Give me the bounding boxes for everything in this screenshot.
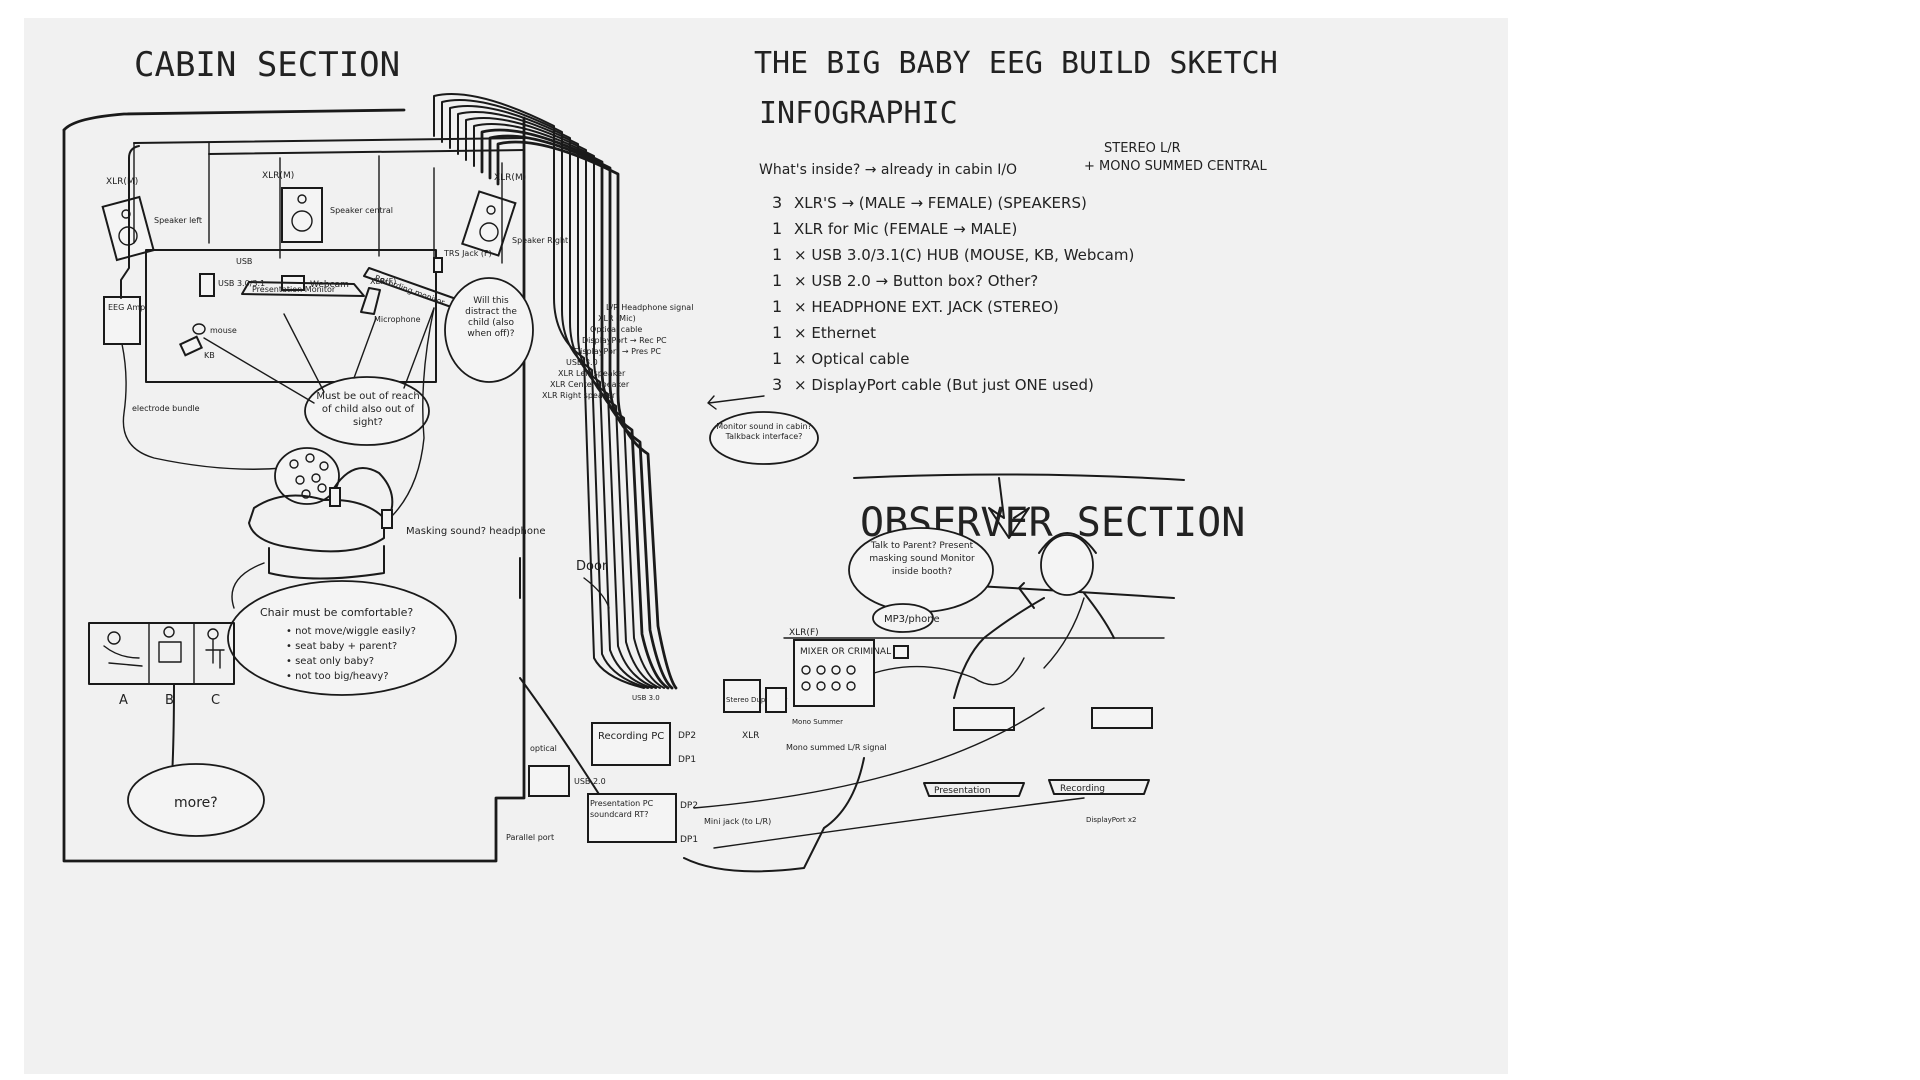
seating-option-label: C	[211, 693, 220, 708]
mp3-player-icon	[894, 646, 908, 658]
inventory-item: × Optical cable	[794, 350, 909, 368]
inventory-qty: 3	[772, 375, 782, 394]
cable-line	[490, 136, 672, 688]
usb-hub-icon	[200, 274, 214, 296]
stereo-note: STEREO L/R	[1104, 141, 1181, 156]
chair-note-title: Chair must be comfortable?	[260, 606, 413, 619]
inventory-qty: 1	[772, 219, 782, 238]
inventory-qty: 3	[772, 193, 782, 212]
recording-pc	[592, 723, 670, 765]
optical-label: optical	[530, 744, 557, 753]
baby-with-eeg-cap	[249, 308, 434, 579]
microphone-icon	[361, 288, 380, 314]
more-label: more?	[174, 795, 218, 811]
svg-text:USB 3.0/3.1: USB 3.0/3.1	[218, 279, 265, 288]
svg-text:DP2: DP2	[678, 731, 696, 741]
observer-keyboard-2	[1092, 708, 1152, 728]
observer-top-rule	[854, 474, 1184, 480]
cable-label: DisplayPort → Pres PC	[574, 347, 661, 356]
cabin-section-title: CABIN SECTION	[134, 45, 400, 85]
svg-text:DP1: DP1	[678, 755, 696, 765]
main-title-line2: INFOGRAPHIC	[759, 96, 958, 131]
inventory-item: × HEADPHONE EXT. JACK (STEREO)	[794, 298, 1059, 316]
seating-option-label: B	[165, 693, 174, 708]
build-sketch-diagram: CABIN SECTION THE BIG BABY EEG BUILD SKE…	[24, 18, 1508, 1074]
svg-text:DP2: DP2	[680, 801, 698, 811]
cable-label: DisplayPort → Rec PC	[582, 336, 667, 345]
svg-text:USB 2.0: USB 2.0	[574, 777, 606, 786]
svg-text:DP1: DP1	[680, 835, 698, 845]
inventory-qty: 1	[772, 271, 782, 290]
mono-summer	[766, 688, 786, 712]
mono-note: + MONO SUMMED CENTRAL	[1084, 159, 1267, 174]
cable-label: Optical cable	[590, 325, 642, 334]
inventory-qty: 1	[772, 297, 782, 316]
cable-label: L/R Headphone signal	[606, 303, 693, 312]
cable-label: XLR Center speaker	[550, 380, 630, 389]
inventory-item: XLR for Mic (FEMALE → MALE)	[794, 220, 1017, 238]
sketch-paper: CABIN SECTION THE BIG BABY EEG BUILD SKE…	[24, 18, 1508, 1074]
observer-keyboard-1	[954, 708, 1014, 730]
chair-point: • not move/wiggle easily?	[286, 626, 416, 637]
cabin-trunk	[209, 150, 524, 154]
svg-text:TRS Jack (F): TRS Jack (F)	[443, 249, 492, 258]
inventory-qty: 1	[772, 245, 782, 264]
mini-jack-label: Mini jack (to L/R)	[704, 817, 771, 826]
svg-text:Speaker Right: Speaker Right	[512, 236, 568, 245]
masking-headphone-note: Masking sound? headphone	[406, 526, 546, 537]
svg-text:Presentation: Presentation	[934, 786, 991, 796]
distract-note: Will this distract the child (also when …	[456, 296, 526, 340]
mouse-icon	[193, 324, 205, 334]
microphone-label: Microphone	[374, 315, 421, 324]
electrode-bundle-label: electrode bundle	[132, 404, 200, 413]
inventory-list: What's inside? → already in cabin I/O ST…	[759, 141, 1267, 394]
inventory-item: × USB 2.0 → Button box? Other?	[794, 272, 1038, 290]
sight-note: Must be out of reach of child also out o…	[316, 390, 420, 429]
cable-label: XLR Right speaker	[542, 391, 616, 400]
cable-label: XLR Left speaker	[558, 369, 626, 378]
svg-text:USB: USB	[236, 257, 252, 266]
displayport-x2-label: DisplayPort x2	[1086, 816, 1137, 824]
mp3-label: MP3/phone	[884, 614, 940, 625]
svg-text:Recording PC: Recording PC	[598, 731, 664, 742]
svg-text:XLR: XLR	[742, 731, 759, 741]
svg-text:XLR(F): XLR(F)	[370, 277, 396, 286]
inventory-item: × DisplayPort cable (But just ONE used)	[794, 376, 1094, 394]
main-title-line1: THE BIG BABY EEG BUILD SKETCH	[754, 46, 1278, 81]
svg-text:XLR(M): XLR(M)	[262, 171, 294, 181]
mono-summed-note: Mono summed L/R signal	[786, 743, 887, 752]
chair-point: • seat baby + parent?	[286, 641, 397, 652]
svg-text:Recording: Recording	[1060, 784, 1105, 794]
svg-text:Speaker central: Speaker central	[330, 206, 393, 215]
parallel-port-label: Parallel port	[506, 833, 554, 842]
seating-option-label: A	[119, 693, 128, 708]
inventory-item: × Ethernet	[794, 324, 876, 342]
speaker-right: XLR(M) Speaker Right	[462, 173, 568, 256]
inventory-item: XLR'S → (MALE → FEMALE) (SPEAKERS)	[794, 194, 1087, 212]
option-icons	[104, 627, 224, 668]
svg-text:Speaker left: Speaker left	[154, 216, 202, 225]
svg-text:EEG Amp: EEG Amp	[108, 303, 145, 312]
chair-point: • not too big/heavy?	[286, 671, 389, 682]
speaker-left: XLR(M) Speaker left	[103, 177, 202, 260]
mixer-xlr-f: XLR(F)	[789, 628, 819, 638]
inventory-item: × USB 3.0/3.1(C) HUB (MOUSE, KB, Webcam)	[794, 246, 1134, 264]
svg-text:Mono Summer: Mono Summer	[792, 718, 843, 726]
inventory-qty: 1	[772, 323, 782, 342]
svg-text:USB 3.0: USB 3.0	[632, 694, 660, 702]
inventory-qty: 1	[772, 349, 782, 368]
cable-label: XLR (Mic)	[598, 314, 636, 323]
monitor-sound-note: Monitor sound in cabin? Talkback interfa…	[714, 422, 814, 442]
svg-text:MIXER OR CRIMINAL: MIXER OR CRIMINAL	[800, 647, 891, 657]
usb-hub-observer	[529, 766, 569, 796]
talk-note: Talk to Parent? Present masking sound Mo…	[860, 540, 984, 579]
chair-point: • seat only baby?	[286, 656, 374, 667]
svg-text:KB: KB	[204, 351, 215, 360]
keyboard-icon	[180, 337, 201, 355]
inventory-header: What's inside? → already in cabin I/O	[759, 162, 1017, 178]
trs-jack-icon	[434, 258, 442, 272]
svg-text:mouse: mouse	[210, 326, 237, 335]
speaker-central: XLR(M) Speaker central	[262, 171, 393, 242]
cable-label: USB 3.0	[566, 358, 598, 367]
